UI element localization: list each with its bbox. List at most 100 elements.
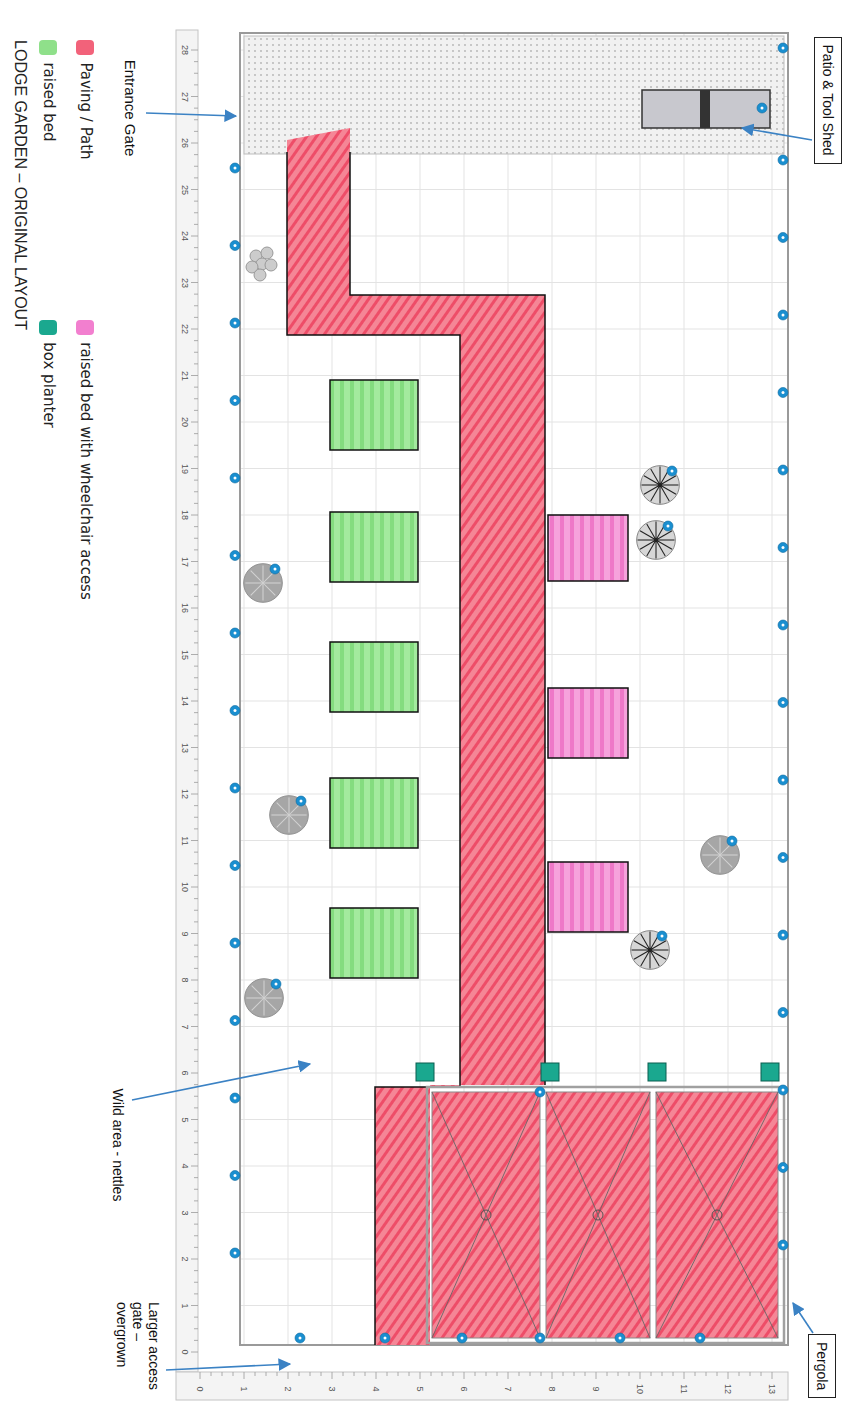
- ruler-tick: [607, 1372, 608, 1376]
- ruler-number: 9: [180, 931, 190, 936]
- ruler-tick: [194, 828, 198, 829]
- ruler-tick: [222, 1372, 223, 1376]
- ruler-number: 13: [180, 742, 190, 752]
- post-dot-centre: [661, 935, 664, 938]
- post-dot-centre: [234, 399, 237, 402]
- ruler-tick: [563, 1372, 564, 1376]
- post-marker: [230, 241, 240, 251]
- ruler-tick: [194, 573, 198, 574]
- post-dot-centre: [234, 632, 237, 635]
- ruler-tick: [194, 410, 198, 411]
- ruler-tick: [194, 805, 198, 806]
- post-marker: [230, 861, 240, 871]
- legend-swatch: [39, 40, 57, 55]
- ruler-number: 6: [459, 1386, 469, 1391]
- ruler-tick: [211, 1372, 212, 1376]
- ruler-number: 17: [180, 556, 190, 566]
- post-dot: [778, 775, 788, 785]
- ruler-tick: [200, 1372, 201, 1379]
- ruler-tick: [194, 480, 198, 481]
- ruler-tick: [442, 1372, 443, 1376]
- annotation-label: Entrance Gate: [121, 60, 138, 157]
- ruler-tick: [194, 317, 198, 318]
- annotation-label: Wild area - nettles: [110, 1089, 126, 1202]
- ruler-tick: [194, 166, 198, 167]
- ruler-number: 25: [180, 184, 190, 194]
- ruler-tick: [255, 1372, 256, 1376]
- ruler-number: 18: [180, 510, 190, 520]
- post-marker: [230, 783, 240, 793]
- post-marker: [230, 163, 240, 173]
- ruler-tick: [194, 875, 198, 876]
- ruler-tick: [277, 1372, 278, 1376]
- post-dot-centre: [300, 800, 303, 803]
- ruler-tick: [431, 1372, 432, 1376]
- ruler-number: 8: [547, 1386, 557, 1391]
- post-dot: [230, 1093, 240, 1103]
- post-dot: [230, 473, 240, 483]
- ruler-tick: [266, 1372, 267, 1376]
- post-marker: [778, 1008, 788, 1018]
- ruler-tick: [508, 1372, 509, 1379]
- ruler-tick: [194, 363, 198, 364]
- ruler-strip: [176, 30, 198, 1372]
- ruler-tick: [191, 50, 198, 51]
- ruler-tick: [194, 270, 198, 271]
- ruler-tick: [194, 817, 198, 818]
- post-dot: [230, 706, 240, 716]
- post-dot-centre: [782, 47, 785, 50]
- ruler-tick: [194, 596, 198, 597]
- ruler-tick: [194, 177, 198, 178]
- ruler-number: 5: [180, 1117, 190, 1122]
- ruler-tick: [194, 689, 198, 690]
- ruler-tick: [530, 1372, 531, 1376]
- ruler-tick: [194, 84, 198, 85]
- legend-text: raised bed: [39, 62, 56, 141]
- post-dot-centre: [384, 1337, 387, 1340]
- ruler-tick: [194, 1189, 198, 1190]
- plan-shape: [432, 1092, 540, 1338]
- ruler-tick: [191, 189, 198, 190]
- ruler-tick: [191, 654, 198, 655]
- post-marker: [778, 543, 788, 553]
- post-dot-centre: [782, 1011, 785, 1014]
- ruler-tick: [194, 770, 198, 771]
- ruler-tick: [191, 236, 198, 237]
- ruler-number: 22: [180, 324, 190, 334]
- post-dot: [778, 388, 788, 398]
- ruler-tick: [618, 1372, 619, 1376]
- post-dot-centre: [782, 469, 785, 472]
- tree: [631, 931, 670, 970]
- ruler-number: 11: [180, 836, 190, 845]
- raised-bed: [330, 512, 418, 582]
- ruler-tick: [191, 468, 198, 469]
- ruler-tick: [299, 1372, 300, 1376]
- post-dot-centre: [782, 159, 785, 162]
- post-dot: [296, 796, 306, 806]
- post-dot: [778, 698, 788, 708]
- post-marker: [727, 836, 737, 846]
- post-dot: [778, 43, 788, 53]
- tree: [244, 564, 283, 603]
- ruler-tick: [706, 1372, 707, 1376]
- ruler-tick: [194, 712, 198, 713]
- ruler-tick: [420, 1372, 421, 1379]
- ruler-number: 2: [180, 1256, 190, 1261]
- post-dot: [230, 938, 240, 948]
- wheelchair-beds: [548, 515, 628, 932]
- ruler-tick: [194, 631, 198, 632]
- post-marker: [778, 1085, 788, 1095]
- post-dot: [695, 1333, 705, 1343]
- raised-bed: [330, 778, 418, 848]
- ruler-tick: [194, 1224, 198, 1225]
- post-dot-centre: [761, 107, 764, 110]
- post-dot-centre: [234, 322, 237, 325]
- trees: [244, 466, 740, 1018]
- callout-text: Patio & Tool Shed: [820, 44, 836, 155]
- legend-text: box planter: [39, 342, 56, 428]
- ruler-tick: [191, 1352, 198, 1353]
- ruler-number: 20: [180, 417, 190, 427]
- post-dot-centre: [782, 779, 785, 782]
- post-dot-centre: [782, 391, 785, 394]
